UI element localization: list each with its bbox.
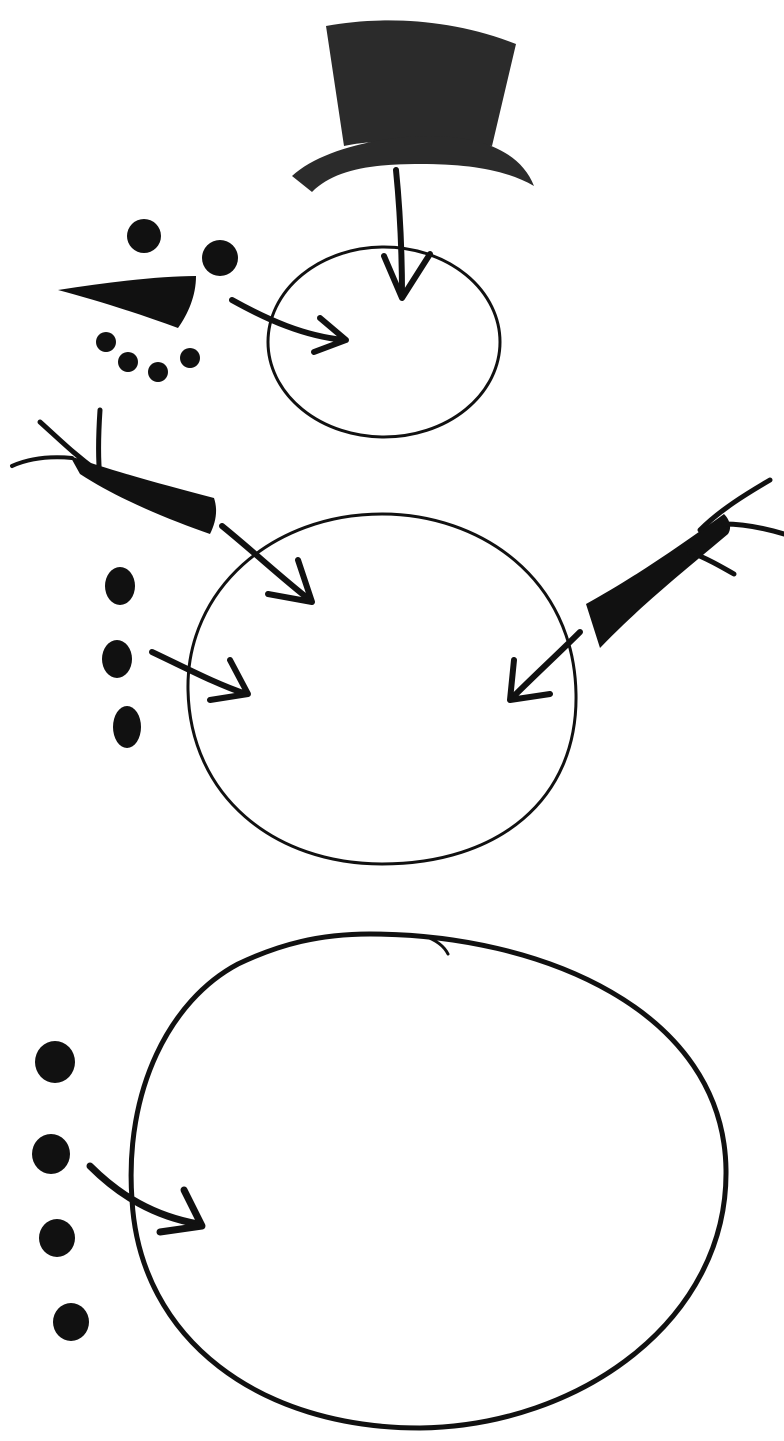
left-eye-dot	[127, 219, 161, 253]
right-stick-arm-icon	[586, 480, 784, 648]
arm-branch	[586, 514, 730, 648]
hat-brim	[292, 136, 534, 192]
mouth-dot	[118, 352, 138, 372]
hat-arrow-shaft	[396, 170, 402, 296]
mouth-dot	[148, 362, 168, 382]
left-stick-arm-icon	[12, 410, 216, 534]
hat-arrow-head	[384, 254, 430, 298]
face-arrow-shaft	[232, 300, 344, 340]
mouth-dot	[180, 348, 200, 368]
base-button-dot	[32, 1134, 70, 1174]
left-arm-arrow-icon	[222, 526, 312, 602]
base-arrow-head	[160, 1190, 202, 1232]
body-buttons-arrow-icon	[152, 652, 248, 700]
base-arrow-shaft	[90, 1166, 198, 1224]
body-button-dot	[113, 706, 141, 748]
arm-twig	[12, 457, 72, 466]
body-button-dot	[105, 567, 135, 605]
coal-button-dots	[32, 1041, 89, 1341]
arm-branch	[70, 456, 216, 534]
head-circle	[268, 247, 500, 437]
base-buttons-arrow-icon	[90, 1166, 202, 1232]
mouth-dot	[96, 332, 116, 352]
hat-crown	[326, 20, 516, 146]
base-button-dot	[39, 1219, 75, 1257]
right-eye-dot	[202, 240, 238, 276]
coal-eye-icons	[127, 219, 238, 276]
body-button-dot	[102, 640, 132, 678]
hat-arrow-icon	[384, 170, 430, 298]
face-arrow-icon	[232, 300, 346, 352]
coal-button-dots	[102, 567, 141, 748]
base-button-dot	[53, 1303, 89, 1341]
coal-mouth-dots	[96, 332, 200, 382]
carrot-nose-icon	[58, 276, 196, 328]
arm-twig	[724, 524, 784, 534]
arm-arrow-shaft	[512, 632, 580, 698]
arm-twig	[690, 552, 734, 574]
base-button-dot	[35, 1041, 75, 1083]
top-hat-icon	[292, 20, 534, 192]
base-circle	[131, 934, 726, 1428]
